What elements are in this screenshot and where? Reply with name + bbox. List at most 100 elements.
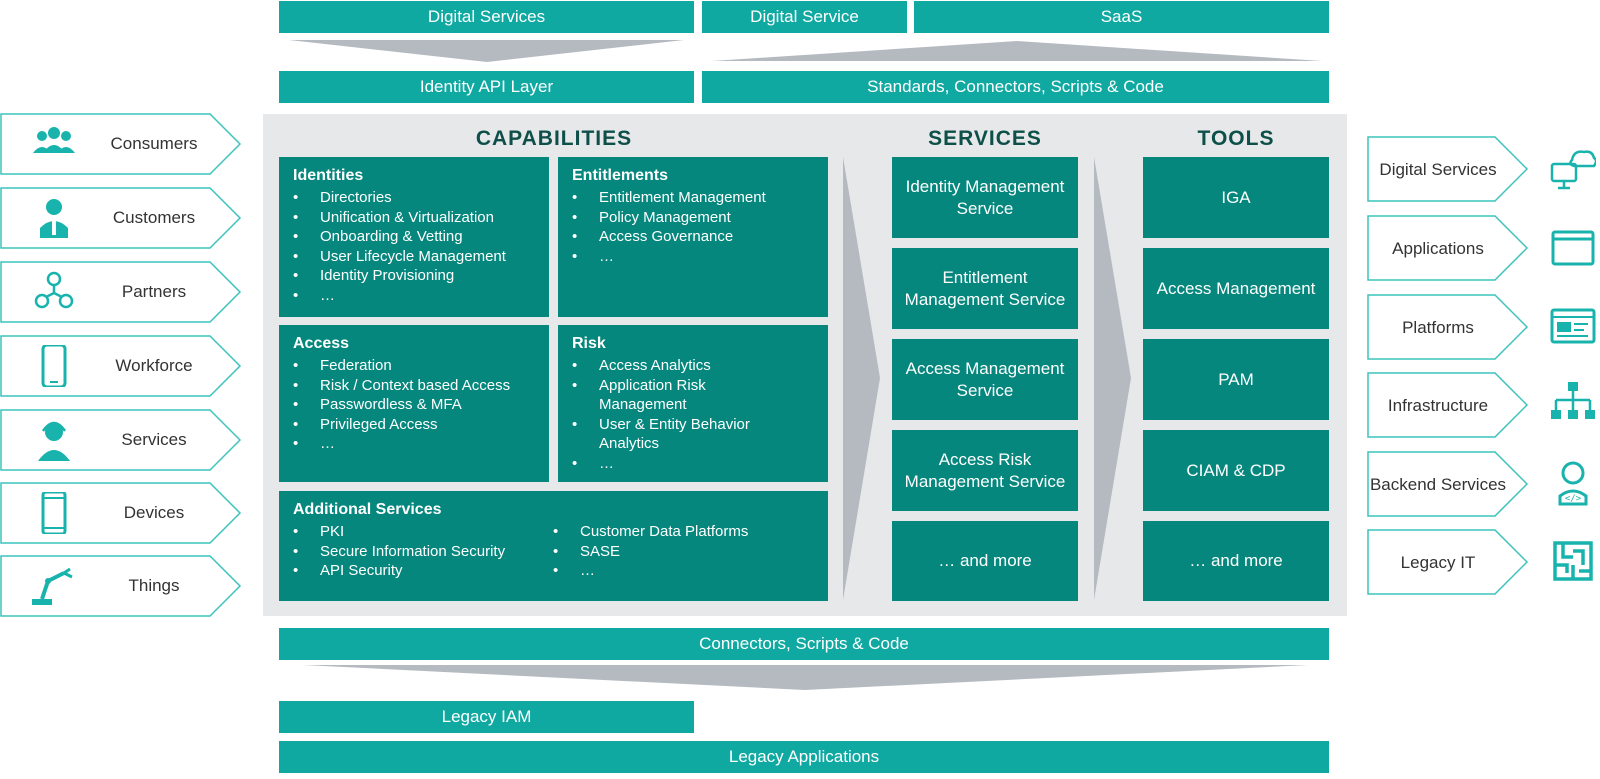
list-item: …	[553, 561, 748, 581]
list-item: Directories	[293, 188, 535, 208]
left-item-label: Devices	[123, 503, 185, 522]
tool-tile-pam: PAM	[1143, 339, 1329, 420]
list-item: Access Analytics	[572, 356, 784, 376]
robot-arm-icon	[32, 567, 73, 605]
list-item: Secure Information Security	[293, 542, 553, 562]
list-item: …	[572, 247, 814, 267]
right-item-label: Infrastructure	[1387, 395, 1489, 415]
risk-list: Access Analytics Application Risk Manage…	[572, 356, 814, 473]
list-item: …	[293, 286, 535, 306]
risk-box: Risk Access Analytics Application Risk M…	[558, 325, 828, 482]
maze-icon	[1553, 541, 1593, 581]
right-item-label: Digital Services	[1379, 159, 1497, 179]
legacy-applications-bar: Legacy Applications	[279, 741, 1329, 773]
additional-services-box: Additional Services PKI Secure Informati…	[279, 491, 828, 601]
list-item: API Security	[293, 561, 553, 581]
service-tile-entitlement-management: Entitlement Management Service	[892, 248, 1078, 329]
network-hierarchy-icon	[1551, 382, 1595, 419]
service-tile-access-management: Access Management Service	[892, 339, 1078, 420]
right-item-label: Legacy IT	[1400, 552, 1476, 572]
list-item: Identity Provisioning	[293, 266, 535, 286]
identities-list: Directories Unification & Virtualization…	[293, 188, 535, 305]
tool-tile-and-more: … and more	[1143, 521, 1329, 601]
list-item: Entitlement Management	[572, 188, 814, 208]
list-item: User Lifecycle Management	[293, 247, 535, 267]
tool-tile-iga: IGA	[1143, 157, 1329, 238]
tools-heading: TOOLS	[1197, 127, 1275, 150]
headset-agent-icon	[38, 421, 70, 461]
list-item: Policy Management	[572, 208, 814, 228]
access-title: Access	[293, 335, 350, 352]
tool-tile-access-management: Access Management	[1143, 248, 1329, 329]
left-item-label: Partners	[121, 282, 187, 301]
list-item: Federation	[293, 356, 535, 376]
standards-bar: Standards, Connectors, Scripts & Code	[702, 71, 1329, 103]
digital-services-bar: Digital Services	[279, 1, 694, 33]
smartphone-icon	[41, 345, 67, 387]
list-item: SASE	[553, 542, 748, 562]
right-item-label: Platforms	[1402, 317, 1474, 337]
list-item: …	[572, 454, 784, 474]
left-item-partners: Partners	[0, 261, 242, 323]
bottom-funnel	[303, 665, 1308, 690]
additional-services-list-1: PKI Secure Information Security API Secu…	[293, 522, 553, 581]
right-item-legacy-it: Legacy IT	[1367, 529, 1529, 595]
left-item-consumers: Consumers	[0, 113, 242, 175]
app-window-icon	[1551, 230, 1595, 266]
left-item-label: Workforce	[115, 356, 193, 375]
right-item-digital-services: Digital Services	[1367, 136, 1529, 202]
service-tile-access-risk-management: Access Risk Management Service	[892, 430, 1078, 511]
left-item-label: Services	[121, 430, 187, 449]
list-item: Privileged Access	[293, 415, 535, 435]
right-item-applications: Applications	[1367, 215, 1529, 281]
left-item-services: Services	[0, 409, 242, 471]
legacy-iam-bar: Legacy IAM	[279, 701, 694, 733]
list-item: Access Governance	[572, 227, 814, 247]
tablet-icon	[41, 492, 67, 534]
list-item: Customer Data Platforms	[553, 522, 748, 542]
additional-services-list-2: Customer Data Platforms SASE …	[553, 522, 748, 581]
platform-screen-icon	[1550, 308, 1596, 344]
left-item-customers: Customers	[0, 187, 242, 249]
entitlements-title: Entitlements	[572, 167, 669, 184]
capabilities-heading: CAPABILITIES	[475, 127, 633, 150]
list-item: …	[293, 434, 535, 454]
left-item-label: Customers	[112, 208, 196, 227]
cloud-monitor-icon	[1550, 150, 1596, 190]
partners-icon	[34, 271, 74, 309]
right-item-infrastructure: Infrastructure	[1367, 372, 1529, 438]
customer-icon	[40, 199, 68, 238]
identities-title: Identities	[293, 167, 364, 184]
access-list: Federation Risk / Context based Access P…	[293, 356, 535, 454]
connectors-bar: Connectors, Scripts & Code	[279, 628, 1329, 660]
service-tile-and-more: … and more	[892, 521, 1078, 601]
svg-text:</>: </>	[1565, 494, 1582, 504]
left-item-devices: Devices	[0, 482, 242, 544]
consumers-icon	[33, 127, 75, 153]
right-item-label: Applications	[1392, 238, 1484, 258]
left-item-label: Things	[128, 576, 180, 595]
digital-service-bar: Digital Service	[702, 1, 907, 33]
right-item-platforms: Platforms	[1367, 294, 1529, 360]
services-heading: SERVICES	[928, 127, 1042, 150]
risk-title: Risk	[572, 335, 606, 352]
access-box: Access Federation Risk / Context based A…	[279, 325, 549, 482]
list-item: PKI	[293, 522, 553, 542]
developer-icon: </>	[1558, 461, 1588, 506]
identity-api-layer-bar: Identity API Layer	[279, 71, 694, 103]
entitlements-list: Entitlement Management Policy Management…	[572, 188, 814, 266]
list-item: Unification & Virtualization	[293, 208, 535, 228]
top-left-funnel	[289, 40, 684, 62]
list-item: Application Risk Management	[572, 376, 784, 415]
left-item-things: Things	[0, 555, 242, 617]
identities-box: Identities Directories Unification & Vir…	[279, 157, 549, 317]
left-item-label: Consumers	[110, 134, 198, 153]
left-item-workforce: Workforce	[0, 335, 242, 397]
right-item-label: Backend Services	[1369, 474, 1507, 494]
service-tile-identity-management: Identity Management Service	[892, 157, 1078, 238]
top-right-funnel	[712, 41, 1322, 61]
list-item: Passwordless & MFA	[293, 395, 535, 415]
saas-bar: SaaS	[914, 1, 1329, 33]
list-item: Onboarding & Vetting	[293, 227, 535, 247]
list-item: User & Entity Behavior Analytics	[572, 415, 784, 454]
